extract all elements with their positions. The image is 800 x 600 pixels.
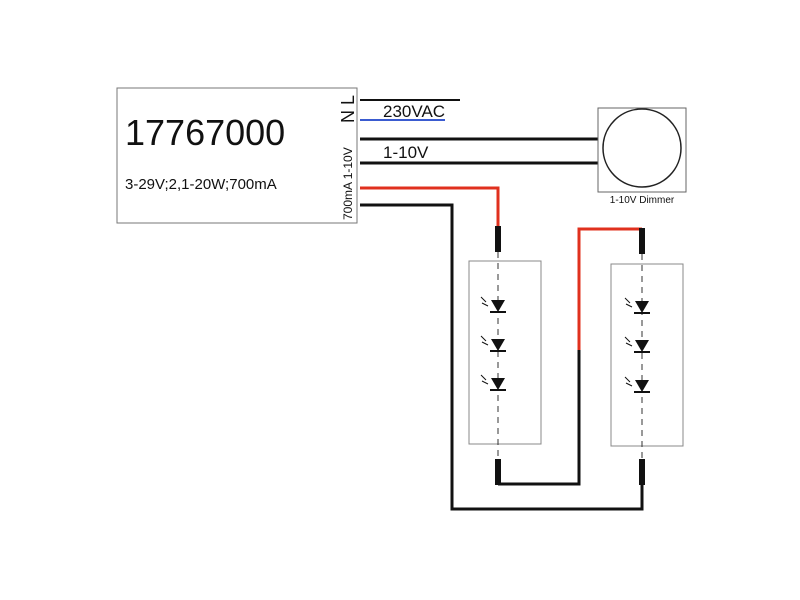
led-icon	[624, 336, 650, 353]
link-wire-red	[577, 227, 642, 350]
led-icon	[624, 376, 650, 393]
led-icon	[480, 374, 506, 391]
dimmer-label: 1-10V Dimmer	[610, 195, 675, 206]
led-icon	[480, 296, 506, 313]
led-icon	[480, 335, 506, 352]
led-module-2	[610, 228, 684, 485]
mains-label: 230VAC	[383, 102, 445, 121]
driver-box	[116, 87, 358, 224]
dimmer-knob	[602, 108, 682, 188]
module-1-bottom-connector	[495, 459, 501, 485]
module-1-top-connector	[495, 226, 501, 252]
output-negative-wire	[360, 203, 644, 511]
module-2-bottom-connector	[639, 459, 645, 485]
output-positive-wire	[360, 186, 500, 228]
dim-label: 1-10V	[383, 143, 429, 162]
driver-input-terminal-label: N L	[338, 95, 358, 123]
driver-output-terminal-label: 700mA 1-10V	[341, 147, 355, 220]
module-2-top-connector	[639, 228, 645, 254]
driver-model: 17767000	[125, 112, 285, 153]
led-icon	[624, 297, 650, 314]
driver-spec: 3-29V;2,1-20W;700mA	[125, 176, 277, 193]
led-module-1	[468, 226, 542, 485]
